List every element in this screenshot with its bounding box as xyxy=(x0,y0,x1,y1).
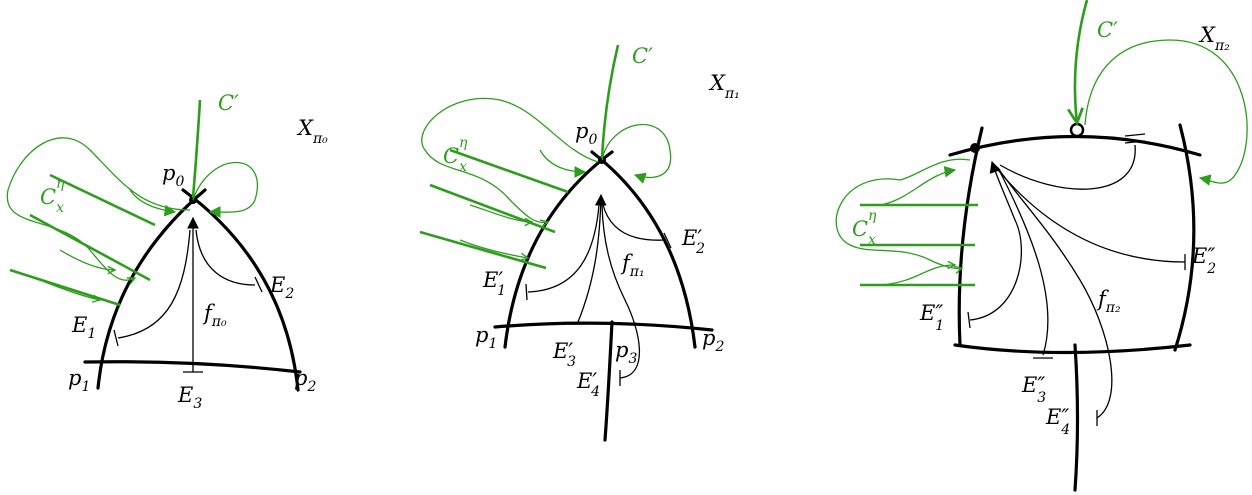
arrow-to-p0-green-panel0 xyxy=(129,189,177,217)
arrow-to-p0-green-panel1 xyxy=(539,149,587,178)
curve-E2-panel2 xyxy=(1173,123,1196,352)
C-prime-curve-panel1 xyxy=(600,44,620,159)
f-arrow-E2-panel2 xyxy=(997,169,1186,263)
label-f-panel1: fπ₁ xyxy=(620,251,645,280)
f-arrow-left-panel0 xyxy=(117,229,191,339)
loop-left-panel2 xyxy=(835,158,971,268)
curve-E2-panel0 xyxy=(181,188,300,392)
label-E3-panel0: E3 xyxy=(177,383,202,412)
label-E2-panel0: E2 xyxy=(269,273,294,302)
C-prime-curve-panel2 xyxy=(1075,0,1089,123)
tick-E2-panel1 xyxy=(663,232,672,249)
label-title-panel2: Xπ₂ xyxy=(1198,23,1230,54)
Cx-line-a-panel1 xyxy=(449,148,569,194)
label-E3-panel1: E′3 xyxy=(552,339,576,370)
Cx-line-b-panel0 xyxy=(29,213,151,282)
label-C-prime-panel2: C′ xyxy=(1097,18,1118,42)
loop-right-panel2 xyxy=(1084,39,1248,186)
f-arrow-E1-panel2 xyxy=(969,160,1022,321)
arrow-small-b-panel0 xyxy=(39,279,100,300)
label-Cx-panel0: Cxη xyxy=(40,176,65,216)
loop-right-panel0 xyxy=(192,162,258,218)
label-E2-panel2: E″2 xyxy=(1191,244,1216,277)
label-p0-panel0: p0 xyxy=(162,161,184,190)
label-E3-panel2: E″3 xyxy=(1021,373,1046,406)
label-p1-panel1: p1 xyxy=(475,323,497,352)
label-p2-panel1: p2 xyxy=(702,326,724,355)
tick-E2-panel0 xyxy=(254,276,263,293)
label-title-panel0: Xπ₀ xyxy=(296,116,328,147)
curve-E1-panel1 xyxy=(503,150,614,349)
label-E1-panel2: E″1 xyxy=(919,301,944,334)
point-top-panel2 xyxy=(1069,122,1085,138)
f-arrow-right-panel1 xyxy=(602,204,666,241)
label-C-prime-panel1: C′ xyxy=(632,44,653,68)
Cx-line-c-panel1 xyxy=(419,230,547,270)
label-C-prime-panel0: C′ xyxy=(218,91,239,115)
curve-top-panel2 xyxy=(948,134,1202,157)
label-E2-panel1: E′2 xyxy=(681,226,705,257)
label-p1-panel0: p1 xyxy=(68,366,90,395)
label-p3-panel1: p3 xyxy=(615,338,637,367)
loop-right-panel1 xyxy=(601,123,672,184)
label-E4-panel1: E′4 xyxy=(576,369,600,400)
tick-E1-panel2 xyxy=(967,311,971,329)
curve-E3-panel2 xyxy=(953,343,1192,355)
tick-top2-panel2 xyxy=(1124,133,1146,137)
label-E1-panel0: E1 xyxy=(71,313,96,342)
arrow-small-b-panel1 xyxy=(459,239,528,258)
label-title-panel1: Xπ₁ xyxy=(708,71,740,102)
f-arrow-p3-panel1 xyxy=(601,204,641,379)
curve-E3-panel0 xyxy=(83,360,302,374)
label-Cx-panel2: Cxη xyxy=(852,208,877,248)
f-arrow-main-panel1 xyxy=(577,193,607,323)
tick-E1-panel0 xyxy=(113,329,119,347)
label-p0-panel1: p0 xyxy=(575,119,597,148)
curve-E1-panel2 xyxy=(957,126,984,347)
panel-x-pi0: Xπ₀ C′ Cxη p0 p1 p2 E1 E2 E3 fπ₀ xyxy=(6,91,328,412)
f-arrow-left-panel1 xyxy=(527,204,600,293)
tick-top-panel2 xyxy=(1124,140,1146,144)
label-Cx-panel1: Cxη xyxy=(443,135,468,175)
label-p2-panel0: p2 xyxy=(294,366,316,395)
tick-E1-panel1 xyxy=(525,283,528,301)
f-arrow-E4-panel2 xyxy=(997,167,1113,419)
Cx-line-b-panel1 xyxy=(429,183,556,234)
arrow-green-a-panel2 xyxy=(879,165,957,206)
C-prime-curve-panel0 xyxy=(191,99,202,199)
label-f-panel2: fπ₂ xyxy=(1096,287,1121,316)
f-arrow-E3-panel2 xyxy=(997,167,1049,356)
point-left-panel2 xyxy=(970,143,980,153)
curve-E4-panel1 xyxy=(603,320,614,442)
f-arrow-top-panel2 xyxy=(999,144,1136,190)
label-f-panel0: fπ₀ xyxy=(202,301,227,330)
arrow-small-a-panel0 xyxy=(59,249,115,270)
curve-E3-panel1 xyxy=(493,321,714,332)
f-arrow-right-panel0 xyxy=(195,229,256,286)
arrow-green-b-panel2 xyxy=(879,265,955,286)
Cx-line-a-panel0 xyxy=(49,173,156,227)
label-E1-panel1: E′1 xyxy=(482,268,506,299)
curve-E2-panel1 xyxy=(590,150,697,349)
loop-left-panel1 xyxy=(421,97,599,222)
label-E4-panel2: E″4 xyxy=(1045,405,1070,438)
curve-E1-panel0 xyxy=(96,188,207,390)
curve-E4-panel2 xyxy=(1073,343,1080,492)
panel-x-pi1: Xπ₁ C′ Cxη p0 p1 p2 p3 E′1 E′2 E′3 E′4 f… xyxy=(419,44,740,442)
arrow-small-a-panel1 xyxy=(469,204,532,222)
loop-left-panel0 xyxy=(6,137,191,280)
Cx-line-c-panel0 xyxy=(9,268,121,307)
panel-x-pi2: Xπ₂ C′ Cxη E″1 E″2 E″3 E″4 fπ₂ xyxy=(835,0,1248,492)
